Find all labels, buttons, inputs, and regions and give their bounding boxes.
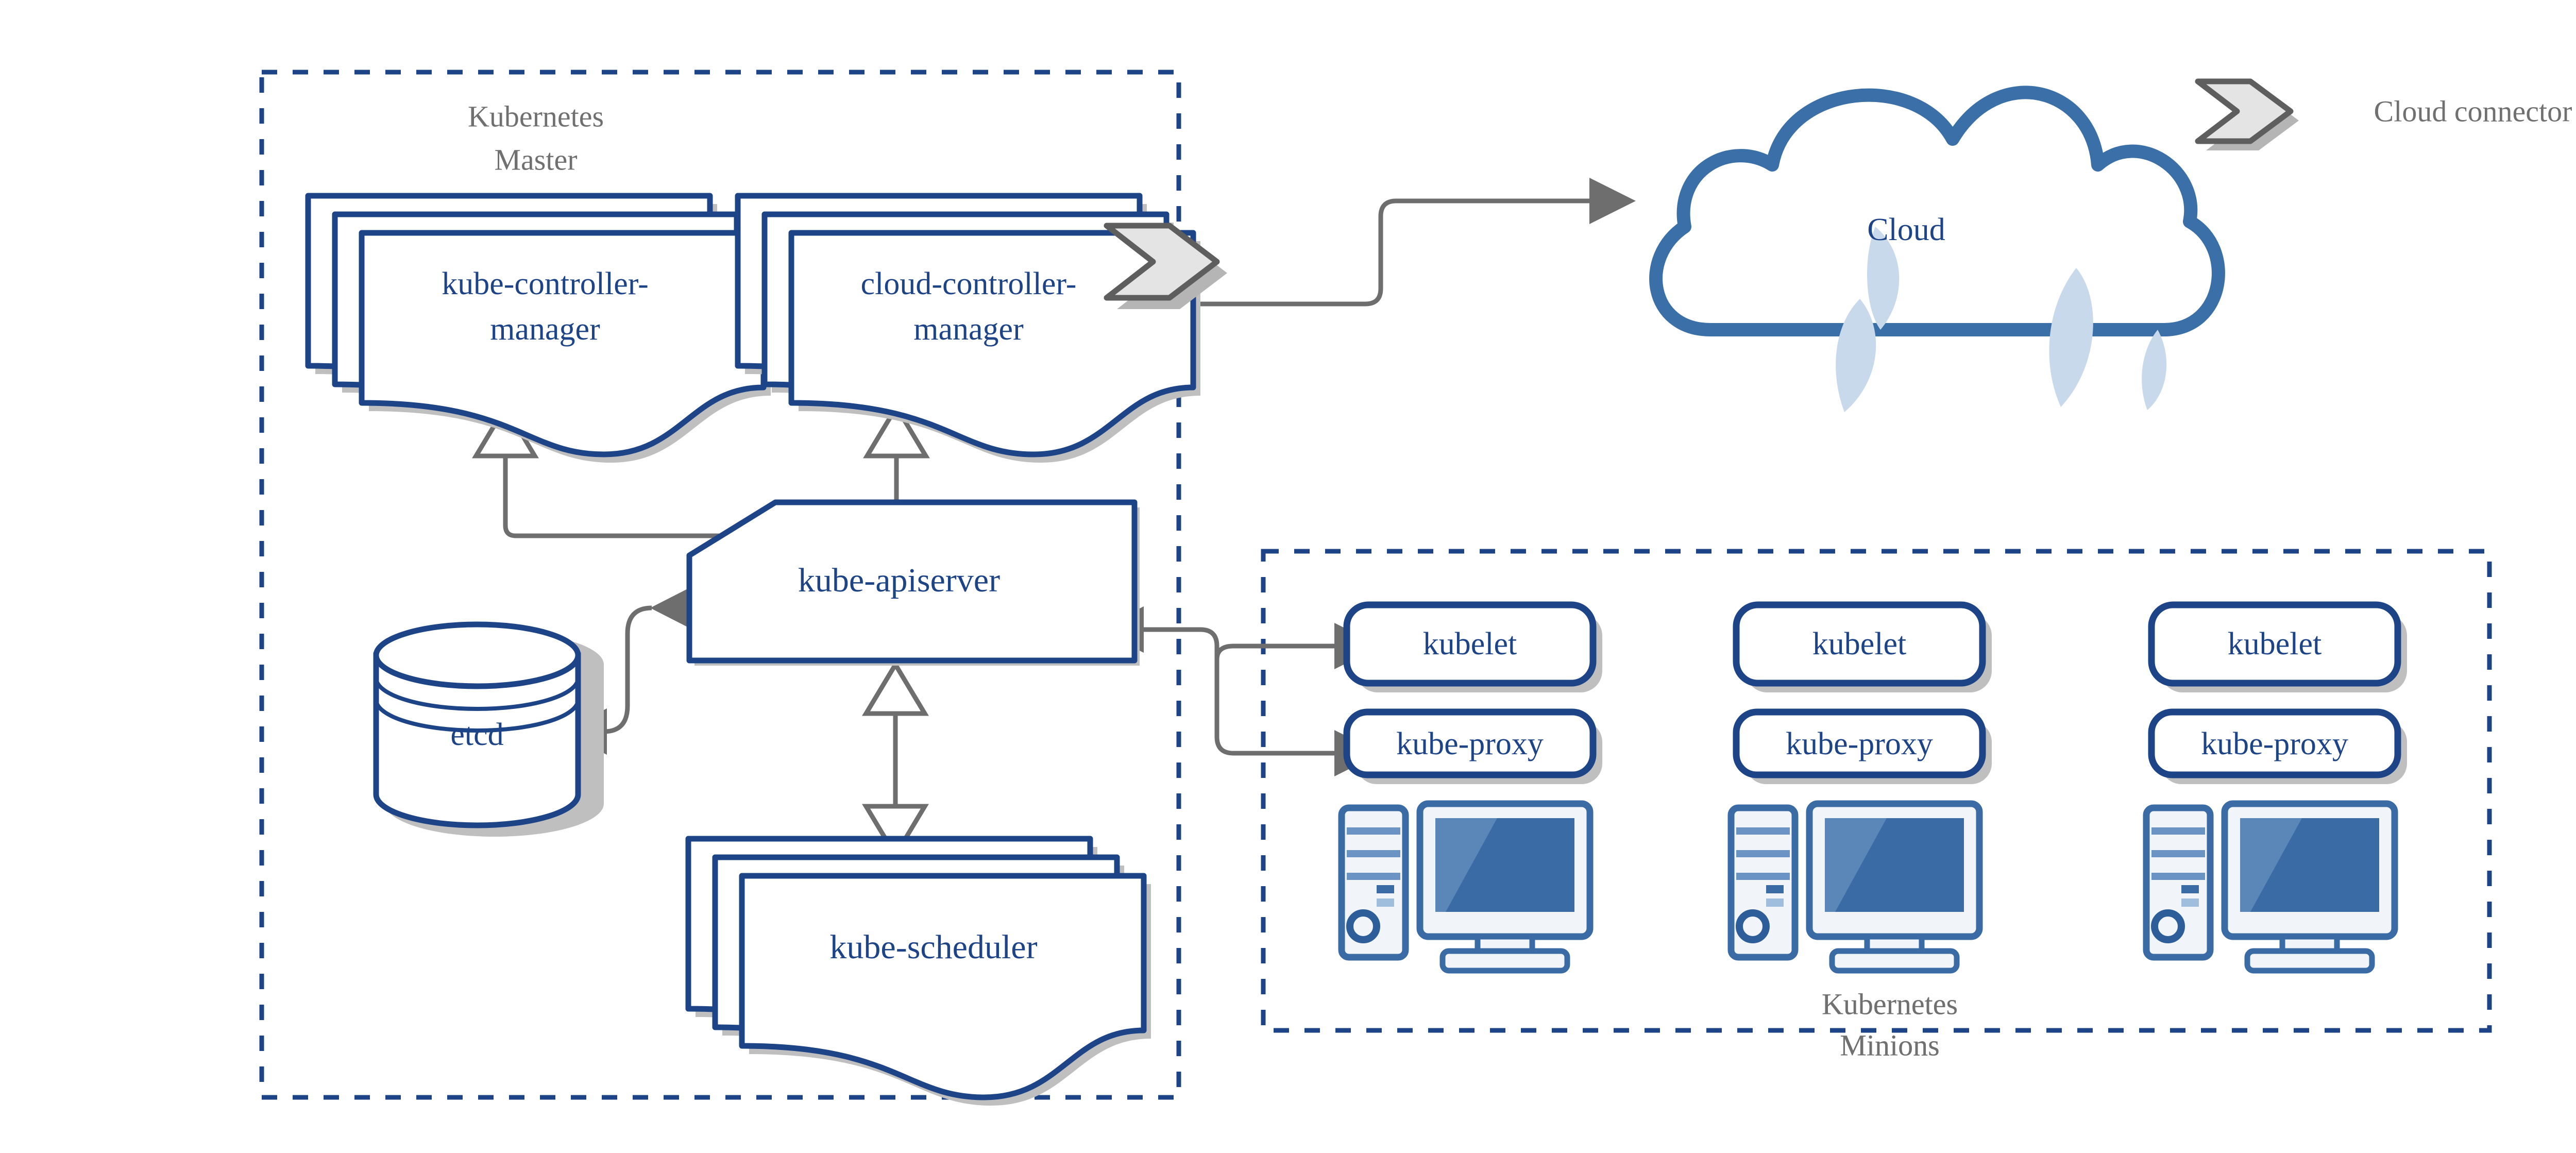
kube-apiserver-label: kube-apiserver	[798, 562, 1000, 599]
minions-label-overlay: Kubernetes Minions	[1822, 987, 1958, 1062]
kubelet-box-3[interactable]: kubelet	[2148, 601, 2407, 692]
legend-cloud-connector-label: Cloud connector	[2374, 94, 2572, 128]
cloud[interactable]: Cloud	[1649, 86, 2225, 412]
etcd[interactable]: etcd	[373, 621, 604, 837]
kube-controller-manager-label-line1: kube-controller-	[442, 266, 649, 301]
kube-controller-manager-label-line2: manager	[490, 312, 600, 347]
master-label-line1: Kubernetes	[468, 99, 604, 133]
cloud-controller-manager-label-line2: manager	[913, 312, 1024, 347]
kube-proxy-label-2: kube-proxy	[1786, 726, 1933, 761]
kube-proxy-box-3[interactable]: kube-proxy	[2148, 708, 2407, 784]
minion-node-3: kubelet kube-proxy	[2143, 601, 2407, 974]
computer-icon-3	[2143, 800, 2398, 974]
arrowhead-to-apiserver-bottom	[862, 660, 929, 716]
minions-label-line2: Minions	[1840, 1028, 1939, 1062]
cloud-connector-chevron-icon[interactable]	[1104, 223, 1227, 309]
kube-proxy-box-1[interactable]: kube-proxy	[1343, 708, 1602, 784]
kube-scheduler[interactable]: kube-scheduler	[685, 836, 1151, 1106]
minions-label-overlay-line1: Kubernetes	[1822, 987, 1958, 1021]
kubelet-box-2[interactable]: kubelet	[1733, 601, 1992, 692]
connector-apiserver-scheduler	[862, 660, 929, 860]
kube-apiserver[interactable]: kube-apiserver	[686, 499, 1140, 666]
kubelet-label-1: kubelet	[1423, 626, 1517, 662]
kube-proxy-label-3: kube-proxy	[2201, 726, 2348, 761]
master-label-line2: Master	[494, 143, 577, 176]
arrowhead-to-ccm	[863, 402, 930, 459]
cloud-controller-manager[interactable]: cloud-controller- manager	[735, 193, 1200, 463]
kubernetes-minions-boundary	[1261, 549, 2492, 1033]
computer-icon-1	[1338, 800, 1594, 974]
legend-cloud-connector: Cloud connector	[2195, 78, 2572, 150]
connector-ccm-to-cloud	[1170, 178, 1636, 307]
arrowhead-to-cloud	[1589, 178, 1636, 224]
arrowhead-to-scheduler	[862, 804, 929, 860]
minion-node-1: kubelet kube-proxy	[1338, 601, 1602, 974]
connector-apiserver-nodes	[1097, 606, 1381, 776]
minion-node-2: kubelet kube-proxy	[1727, 601, 1992, 974]
kubelet-box-1[interactable]: kubelet	[1343, 601, 1602, 692]
kube-controller-manager[interactable]: kube-controller- manager	[305, 193, 771, 463]
cloud-controller-manager-label-line1: cloud-controller-	[861, 266, 1077, 301]
cloud-label: Cloud	[1867, 212, 1945, 247]
minions-label-line1: Kubernetes	[1822, 987, 1958, 1021]
etcd-label: etcd	[450, 717, 503, 752]
arrowhead-to-apiserver-left	[650, 585, 696, 631]
minions-label-overlay-line2: Minions	[1840, 1028, 1939, 1062]
kube-proxy-box-2[interactable]: kube-proxy	[1733, 708, 1992, 784]
kube-scheduler-label: kube-scheduler	[829, 928, 1037, 966]
computer-icon-2	[1727, 800, 1983, 974]
kubelet-label-2: kubelet	[1812, 626, 1907, 662]
kubelet-label-3: kubelet	[2228, 626, 2322, 662]
kube-proxy-label-1: kube-proxy	[1396, 726, 1544, 761]
legend-cloud-connector-icon[interactable]	[2195, 78, 2294, 144]
kubernetes-master-boundary	[259, 70, 1181, 1100]
